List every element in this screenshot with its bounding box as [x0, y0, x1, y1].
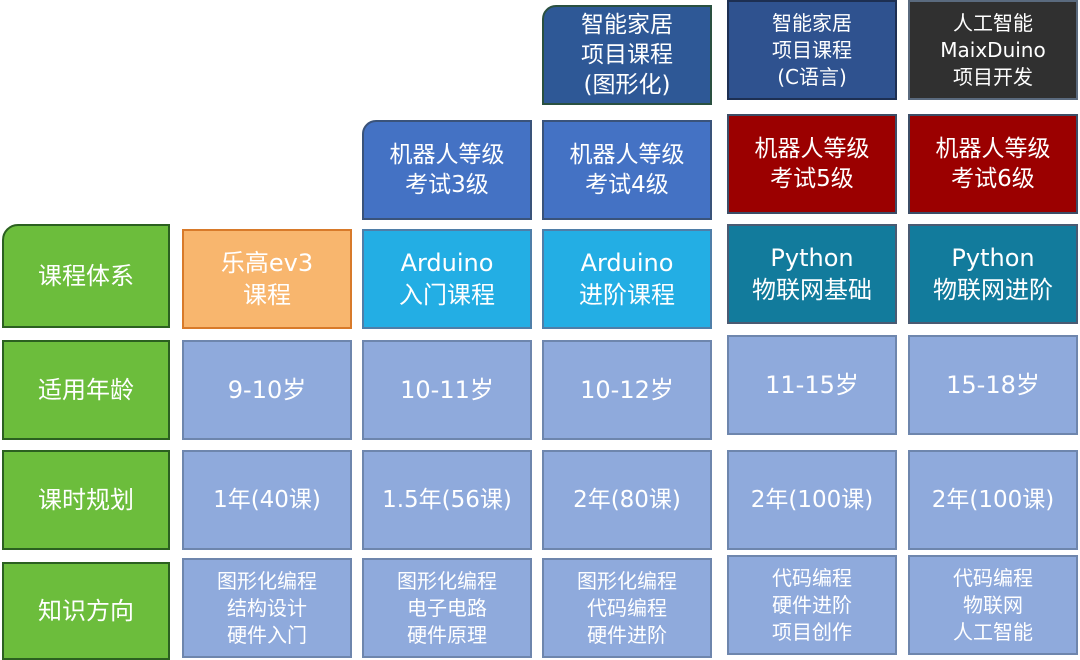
course-cell-lego: 乐高ev3 课程	[182, 229, 352, 329]
exam-line: 考试3级	[405, 172, 489, 198]
knowledge-cell: 代码编程 硬件进阶 项目创作	[727, 555, 897, 655]
exam-line: 机器人等级	[754, 136, 870, 162]
knowledge-item: 物联网	[963, 592, 1023, 617]
exam-level-6-cell: 机器人等级 考试6级	[908, 114, 1078, 214]
course-name-line: 物联网基础	[752, 276, 872, 304]
knowledge-item: 项目创作	[772, 619, 852, 644]
project-smart-home-c-cell: 智能家居 项目课程 (C语言)	[727, 0, 897, 100]
row-label-course-system: 课程体系	[2, 224, 170, 328]
hours-value: 1.5年(56课)	[382, 487, 512, 513]
hours-cell: 1.5年(56课)	[362, 450, 532, 550]
course-name-line: 乐高ev3	[220, 249, 314, 277]
row-label-text: 课时规划	[38, 486, 134, 514]
age-cell: 11-15岁	[727, 335, 897, 435]
knowledge-item: 硬件入门	[227, 622, 307, 647]
knowledge-item: 人工智能	[953, 619, 1033, 644]
age-cell: 10-11岁	[362, 340, 532, 440]
course-name-line: 进阶课程	[579, 281, 675, 309]
project-line: 项目开发	[953, 64, 1033, 89]
row-label-text: 适用年龄	[38, 376, 134, 404]
course-name-line: 课程	[243, 281, 291, 309]
hours-value: 1年(40课)	[213, 487, 321, 513]
project-ai-maixduino-cell: 人工智能 MaixDuino 项目开发	[908, 0, 1078, 100]
knowledge-cell: 图形化编程 结构设计 硬件入门	[182, 558, 352, 658]
hours-value: 2年(80课)	[573, 487, 681, 513]
project-line: (C语言)	[777, 64, 847, 89]
project-line: 智能家居	[581, 12, 673, 38]
exam-line: 机器人等级	[569, 142, 685, 168]
project-line: MaixDuino	[940, 37, 1046, 62]
age-cell: 10-12岁	[542, 340, 712, 440]
knowledge-item: 硬件原理	[407, 622, 487, 647]
hours-cell: 2年(100课)	[727, 450, 897, 550]
knowledge-cell: 图形化编程 代码编程 硬件进阶	[542, 558, 712, 658]
hours-cell: 2年(80课)	[542, 450, 712, 550]
knowledge-item: 硬件进阶	[772, 592, 852, 617]
project-line: 智能家居	[772, 10, 852, 35]
row-label-knowledge: 知识方向	[2, 562, 170, 660]
age-value: 15-18岁	[946, 371, 1040, 399]
age-value: 9-10岁	[227, 376, 307, 404]
exam-line: 机器人等级	[935, 136, 1051, 162]
hours-cell: 1年(40课)	[182, 450, 352, 550]
knowledge-item: 代码编程	[953, 565, 1033, 590]
row-label-schedule: 课时规划	[2, 450, 170, 550]
project-line: 项目课程	[772, 37, 852, 62]
exam-line: 考试5级	[770, 166, 854, 192]
course-cell-python-basic: Python 物联网基础	[727, 224, 897, 324]
hours-value: 2年(100课)	[750, 487, 874, 513]
exam-level-5-cell: 机器人等级 考试5级	[727, 114, 897, 214]
age-value: 10-12岁	[580, 376, 674, 404]
course-name-line: Arduino	[580, 249, 674, 277]
age-value: 11-15岁	[765, 371, 859, 399]
exam-level-3-cell: 机器人等级 考试3级	[362, 120, 532, 220]
project-line: 项目课程	[581, 42, 673, 68]
exam-level-4-cell: 机器人等级 考试4级	[542, 120, 712, 220]
project-line: 人工智能	[953, 10, 1033, 35]
project-smart-home-graphical-cell: 智能家居 项目课程 (图形化)	[542, 5, 712, 105]
course-cell-python-advanced: Python 物联网进阶	[908, 224, 1078, 324]
knowledge-item: 结构设计	[227, 595, 307, 620]
age-value: 10-11岁	[400, 376, 494, 404]
course-name-line: Python	[770, 244, 854, 272]
age-cell: 15-18岁	[908, 335, 1078, 435]
course-name-line: 入门课程	[399, 281, 495, 309]
age-cell: 9-10岁	[182, 340, 352, 440]
hours-value: 2年(100课)	[931, 487, 1055, 513]
course-name-line: 物联网进阶	[933, 276, 1053, 304]
row-label-text: 知识方向	[38, 597, 134, 625]
knowledge-item: 代码编程	[587, 595, 667, 620]
course-cell-arduino-intro: Arduino 入门课程	[362, 229, 532, 329]
knowledge-item: 图形化编程	[217, 568, 317, 593]
row-label-text: 课程体系	[38, 262, 134, 290]
hours-cell: 2年(100课)	[908, 450, 1078, 550]
knowledge-item: 代码编程	[772, 565, 852, 590]
project-line: (图形化)	[583, 72, 671, 98]
knowledge-cell: 代码编程 物联网 人工智能	[908, 555, 1078, 655]
knowledge-cell: 图形化编程 电子电路 硬件原理	[362, 558, 532, 658]
knowledge-item: 图形化编程	[577, 568, 677, 593]
knowledge-item: 硬件进阶	[587, 622, 667, 647]
knowledge-item: 电子电路	[407, 595, 487, 620]
exam-line: 考试6级	[951, 166, 1035, 192]
course-name-line: Arduino	[400, 249, 494, 277]
exam-line: 机器人等级	[389, 142, 505, 168]
course-name-line: Python	[951, 244, 1035, 272]
course-cell-arduino-advanced: Arduino 进阶课程	[542, 229, 712, 329]
row-label-age: 适用年龄	[2, 340, 170, 440]
exam-line: 考试4级	[585, 172, 669, 198]
knowledge-item: 图形化编程	[397, 568, 497, 593]
